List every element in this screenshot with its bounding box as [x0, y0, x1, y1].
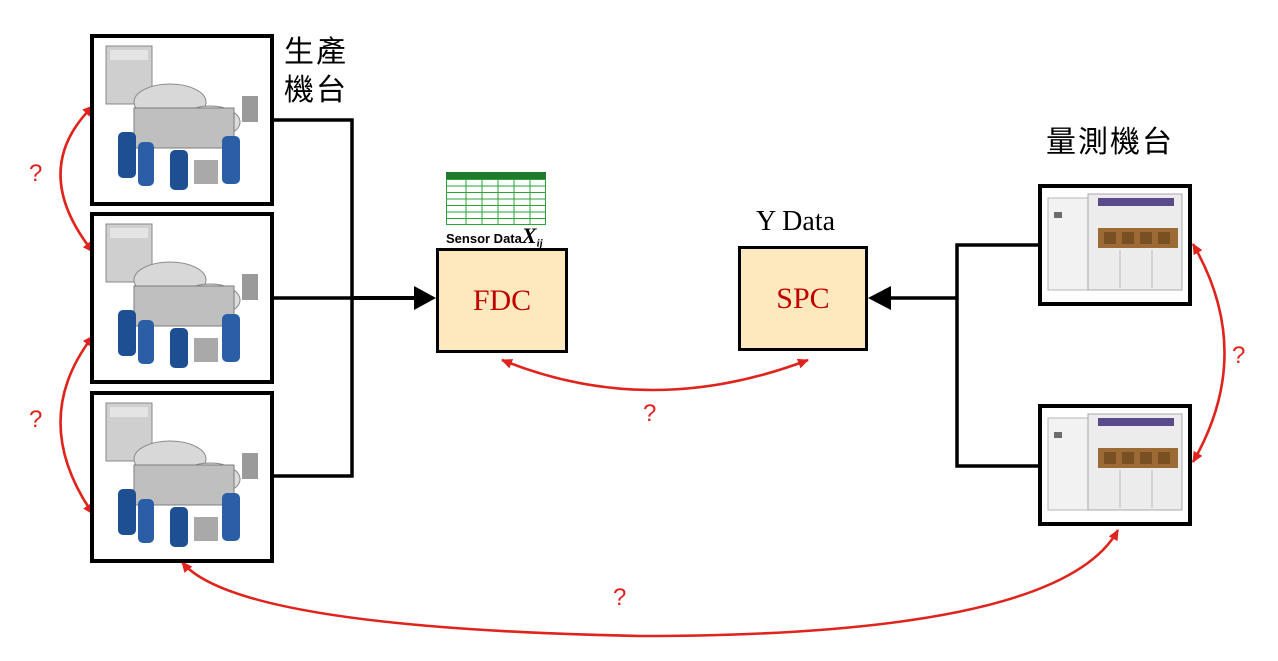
metrology-tool-image [1047, 193, 1183, 291]
production-tool-2 [90, 212, 274, 384]
sensor-data-label: Sensor DataXij [446, 223, 543, 250]
production-tool-label: 生產 機台 [284, 34, 348, 110]
red-arrow-metro1-metro2 [1191, 243, 1226, 463]
production-tool-image [105, 402, 258, 547]
red-arrow-tool3-metro2 [180, 529, 1120, 638]
question-mark-fdc-spc: ? [643, 400, 657, 427]
spc-label: SPC [776, 281, 830, 315]
production-tool-3 [90, 391, 274, 563]
arrow-to-spc [868, 286, 891, 310]
sensor-data-text: Sensor Data [446, 231, 522, 246]
red-arrow-tool2-tool3 [59, 335, 95, 515]
spc-box: SPC [738, 246, 868, 351]
production-bus-lines [272, 118, 354, 478]
fdc-label: FDC [472, 283, 532, 317]
production-tool-1 [90, 34, 274, 206]
production-tool-label-line2: 機台 [284, 73, 348, 108]
metrology-tool-1 [1038, 184, 1192, 306]
red-arrow-tool1-tool2 [59, 105, 95, 253]
metrology-tool-image [1047, 413, 1183, 511]
red-arrow-fdc-spc [501, 358, 809, 392]
metrology-bus-lines [888, 243, 1040, 468]
question-mark-tool-metrology: ? [613, 584, 627, 611]
question-mark-tool1-tool2: ? [29, 160, 43, 187]
production-tool-label-line1: 生產 [284, 35, 348, 70]
sensor-symbol: X [521, 223, 537, 248]
sensor-data-table-icon [446, 172, 546, 225]
metrology-tool-2 [1038, 404, 1192, 526]
production-tool-image [105, 45, 258, 190]
fdc-box: FDC [436, 248, 568, 353]
metrology-tool-label: 量測機台 [1046, 125, 1174, 160]
production-tool-image [105, 223, 258, 368]
arrow-to-fdc [352, 286, 436, 310]
y-data-label: Y Data [756, 206, 836, 237]
question-mark-metrology: ? [1232, 342, 1246, 369]
question-mark-tool2-tool3: ? [29, 406, 43, 433]
sensor-subscript: ij [536, 237, 543, 250]
